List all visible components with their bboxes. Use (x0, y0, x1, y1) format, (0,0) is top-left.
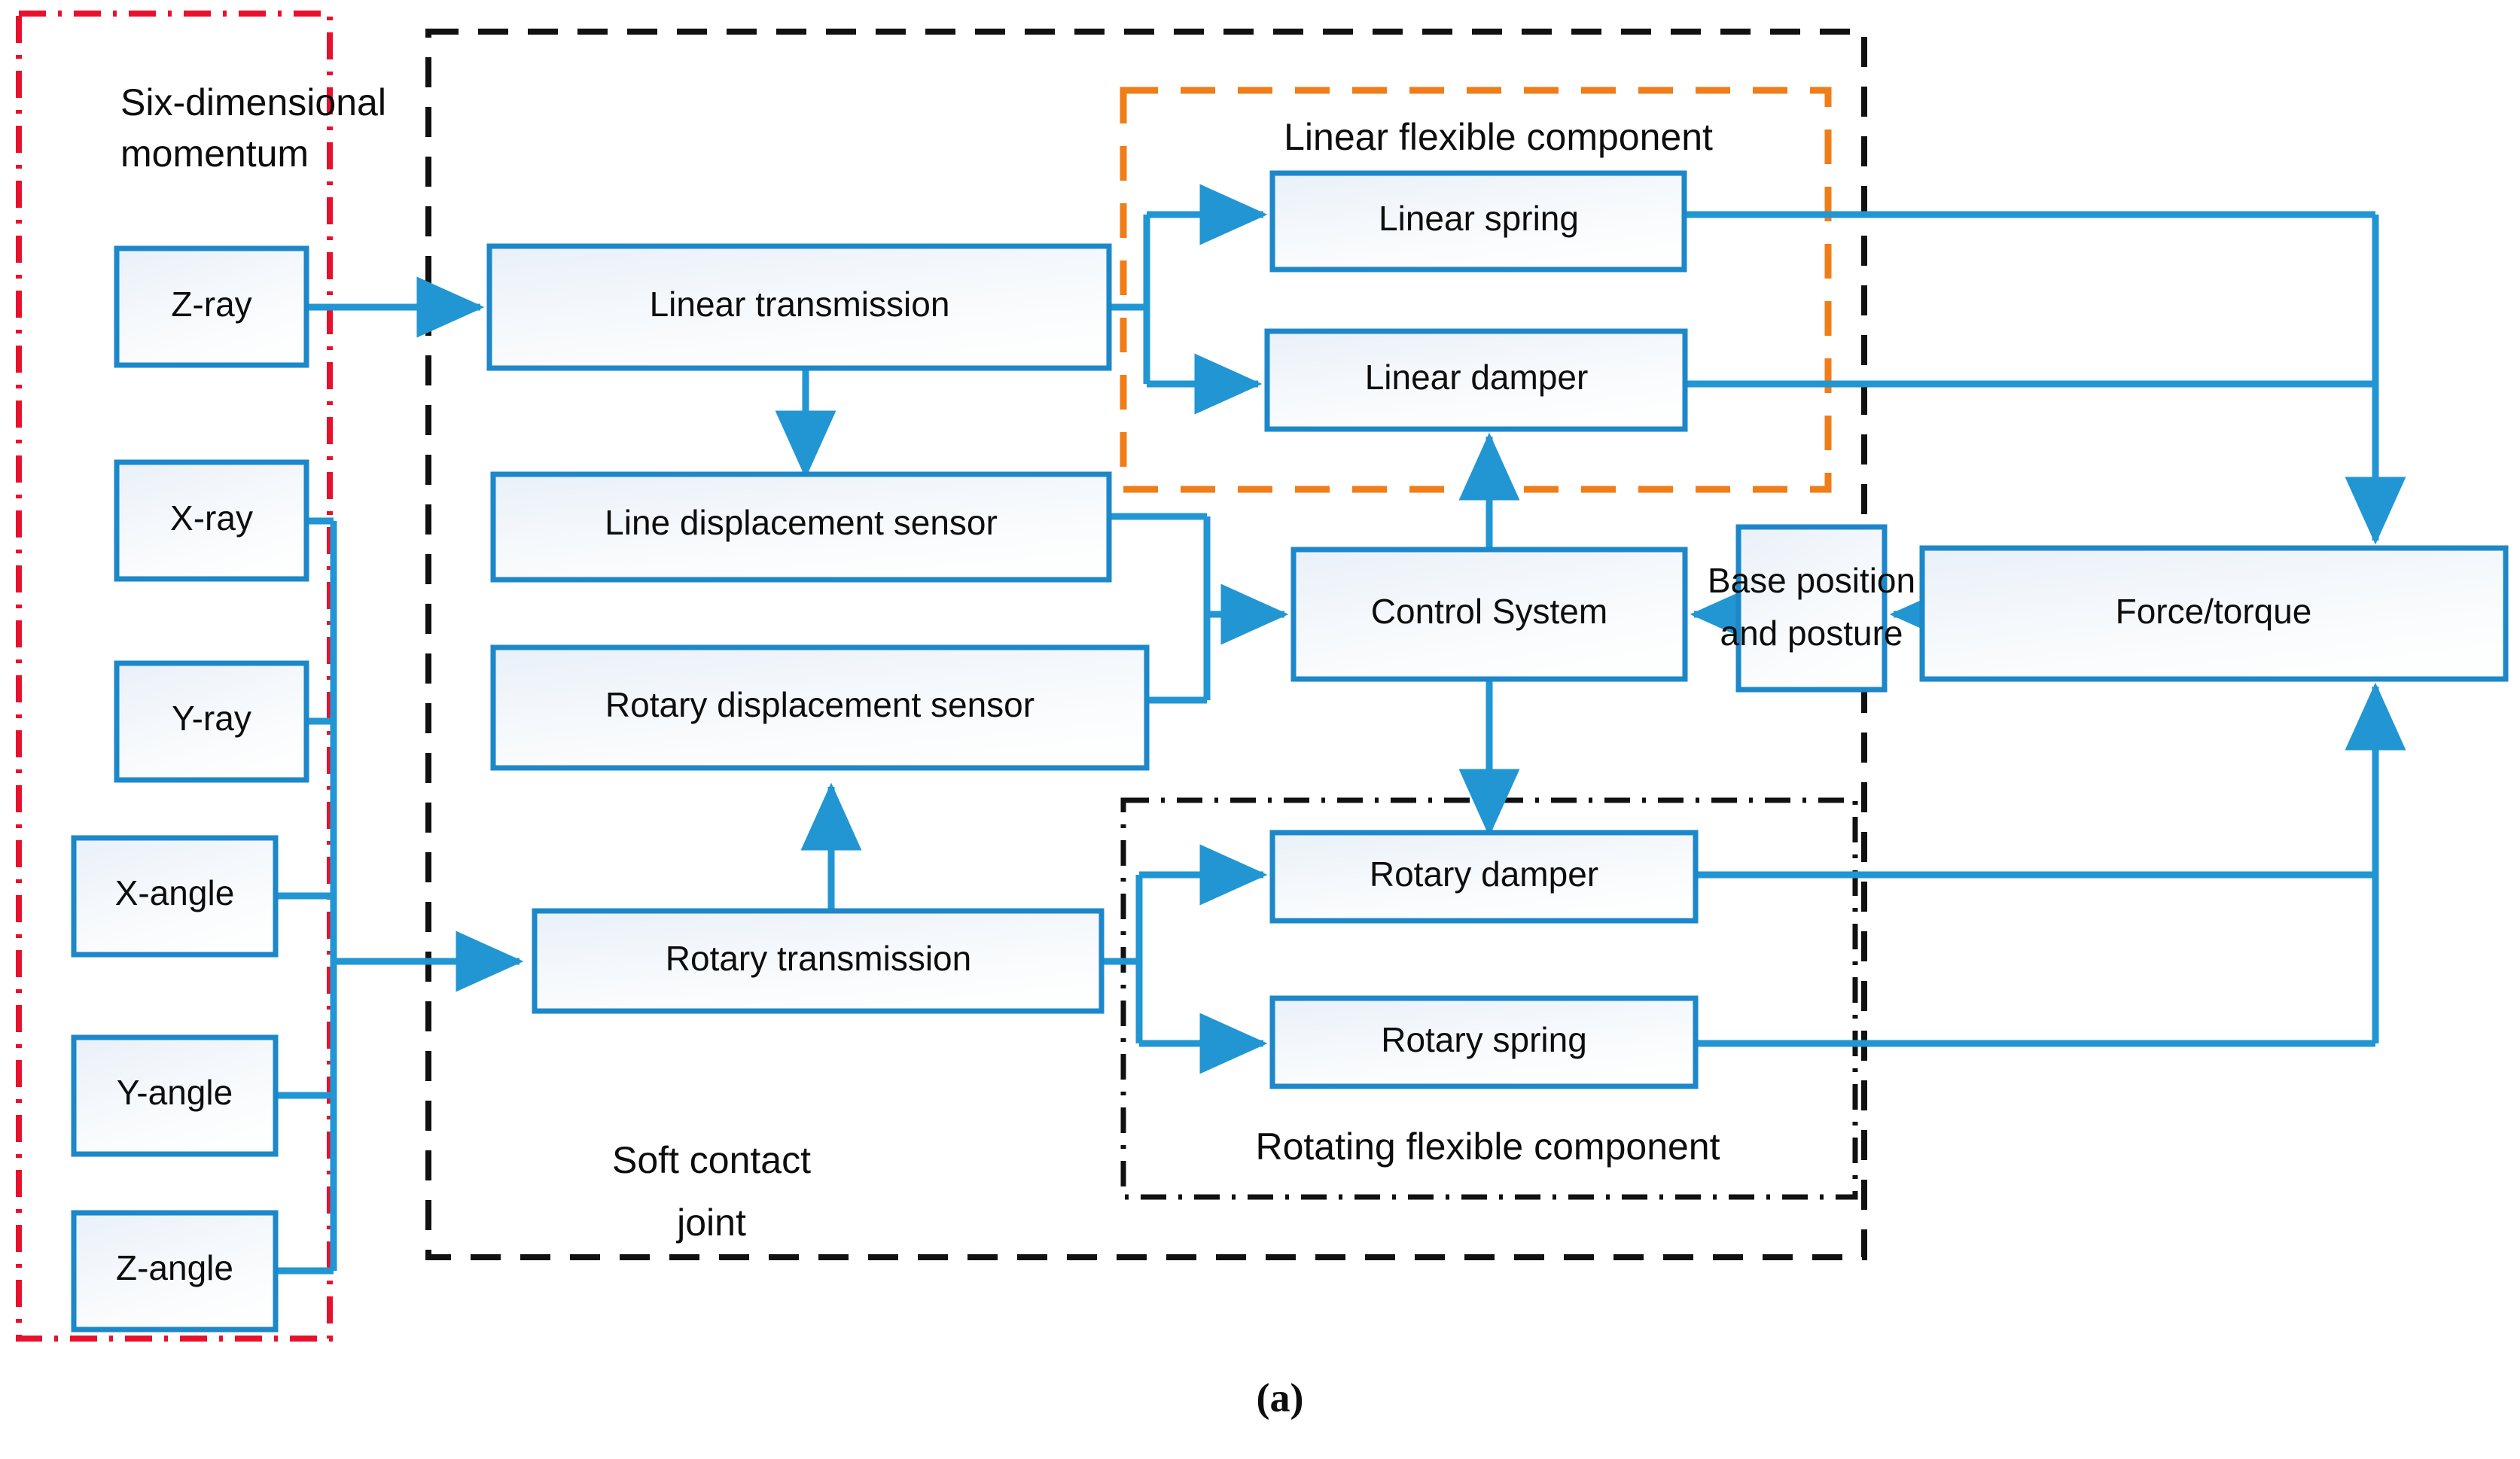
block-y-ray[interactable] (114, 660, 309, 783)
group-soft-contact-joint-label-line1: Soft contact (612, 1139, 811, 1181)
block-rotary-spring-label: Rotary spring (1381, 1020, 1587, 1059)
block-rotary-transmission[interactable] (532, 908, 1105, 1014)
block-linear-spring[interactable] (1269, 170, 1687, 273)
block-y-ray-label: Y-ray (172, 699, 251, 738)
block-y-angle[interactable] (71, 1034, 279, 1157)
block-linear-transmission-label: Linear transmission (650, 285, 950, 324)
block-rotary-damper[interactable] (1269, 830, 1699, 924)
block-control-system[interactable] (1290, 547, 1688, 682)
block-z-angle[interactable] (71, 1210, 279, 1333)
block-rotary-spring[interactable] (1269, 995, 1699, 1089)
block-rotary-displacement-sensor-label: Rotary displacement sensor (605, 685, 1035, 724)
group-six-dimensional-label-line2: momentum (120, 132, 309, 175)
block-linear-spring-label: Linear spring (1379, 199, 1579, 238)
group-rotating-flexible-component (1120, 797, 1858, 1200)
block-rotary-damper-label: Rotary damper (1370, 854, 1598, 894)
block-x-angle[interactable] (71, 835, 279, 958)
group-six-dimensional-momentum (16, 11, 333, 1342)
group-soft-contact-joint-label-line2: joint (675, 1202, 746, 1244)
figure-caption: (a) (1257, 1375, 1304, 1420)
block-control-system-label: Control System (1371, 592, 1607, 631)
block-linear-damper-label: Linear damper (1365, 358, 1589, 397)
block-rotary-transmission-label: Rotary transmission (666, 939, 971, 978)
block-z-angle-label: Z-angle (116, 1248, 233, 1287)
block-force-torque-label: Force/torque (2116, 592, 2312, 631)
block-rotary-displacement-sensor[interactable] (490, 644, 1150, 771)
block-linear-damper[interactable] (1264, 328, 1688, 432)
group-six-dimensional-label-line1: Six-dimensional (120, 81, 386, 123)
group-linear-flexible-label: Linear flexible component (1284, 116, 1713, 158)
block-line-displacement-sensor[interactable] (490, 471, 1112, 583)
blocks-layer (71, 170, 2509, 1333)
block-z-ray[interactable] (114, 245, 309, 368)
block-force-torque[interactable] (1919, 545, 2509, 682)
block-linear-transmission[interactable] (486, 243, 1112, 371)
block-y-angle-label: Y-angle (117, 1073, 233, 1112)
block-x-angle-label: X-angle (115, 873, 235, 912)
block-base-position-label-line2: and posture (1720, 614, 1903, 653)
labels-layer: Six-dimensional momentum Soft contact jo… (115, 81, 2312, 1420)
block-x-ray[interactable] (114, 459, 309, 582)
block-x-ray-label: X-ray (170, 498, 253, 538)
block-base-position-label-line1: Base position (1708, 561, 1915, 600)
block-z-ray-label: Z-ray (171, 285, 251, 324)
block-line-displacement-sensor-label: Line displacement sensor (605, 503, 998, 542)
group-rotating-flexible-label: Rotating flexible component (1255, 1125, 1720, 1168)
block-base-position-and-posture[interactable] (1735, 524, 1888, 693)
